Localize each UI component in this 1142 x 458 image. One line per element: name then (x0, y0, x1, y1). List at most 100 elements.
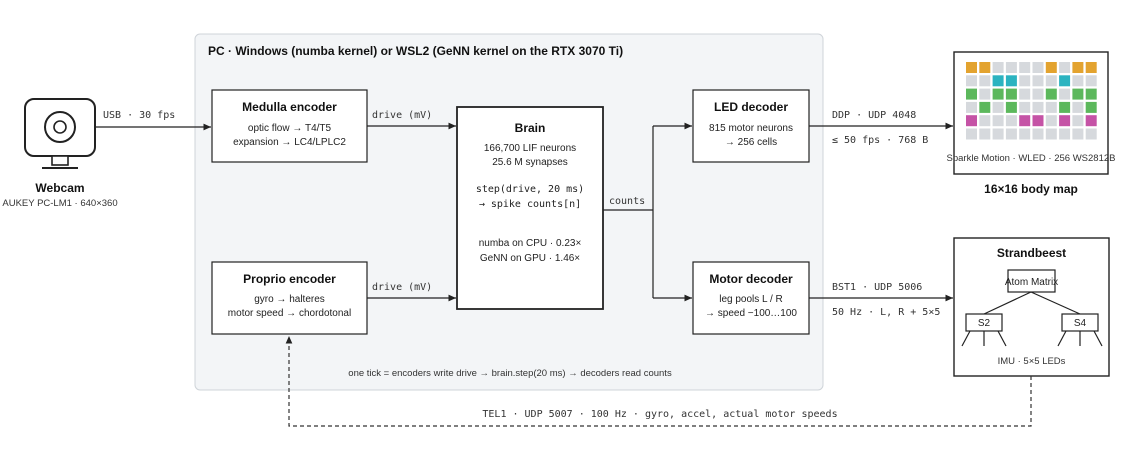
brain-spikes: → spike counts[n] (479, 199, 581, 210)
led-cell (966, 128, 977, 140)
motor-link: BST1 · UDP 5006 50 Hz · L, R + 5×5 (809, 282, 953, 318)
led-cell (1019, 75, 1031, 87)
webcam-title: Webcam (35, 181, 84, 195)
led-cell (1072, 62, 1084, 73)
medulla-encoder: Medulla encoder optic flow → T4/T5 expan… (211, 89, 368, 163)
led-cell (979, 88, 991, 100)
led-cell (979, 115, 991, 127)
motor-decoder-title: Motor decoder (709, 272, 793, 286)
webcam-icon (24, 98, 96, 169)
led-cell (992, 128, 1004, 140)
led-cell (1045, 128, 1057, 140)
led-cell (966, 88, 977, 100)
led-cell (1059, 62, 1071, 73)
led-cell (1005, 128, 1017, 140)
led-cell (1072, 101, 1084, 113)
motor-decoder-line-2: → speed −100…100 (705, 308, 797, 319)
led-cell (992, 88, 1004, 100)
led-cell (1072, 128, 1084, 140)
led-cell (1059, 128, 1071, 140)
strandbeest-robot-icon (961, 269, 1103, 347)
led-cell (979, 75, 991, 87)
led-decoder-line-1: 815 motor neurons (709, 123, 793, 134)
brain-perf-cpu: numba on CPU · 0.23× (479, 238, 582, 249)
led-cell (1072, 88, 1084, 100)
led-cell (992, 101, 1004, 113)
led-cell (1032, 88, 1044, 100)
body-map-caption: Sparkle Motion · WLED · 256 WS2812B (947, 153, 1116, 164)
strandbeest: Strandbeest Atom Matrix S2 S4 IMU · 5×5 … (953, 237, 1110, 377)
motor-decoder-line-1: leg pools L / R (719, 294, 783, 305)
webcam-link: USB · 30 fps (95, 110, 211, 131)
brain-title: Brain (515, 121, 546, 135)
motor-link-rate: 50 Hz · L, R + 5×5 (832, 307, 940, 318)
led-cell (1005, 115, 1017, 127)
controller-label: Atom Matrix (1005, 277, 1058, 288)
proprio-line-1: gyro → halteres (254, 294, 325, 305)
led-cell (1072, 75, 1084, 87)
servo-right-label: S4 (1074, 318, 1087, 329)
brain-neurons: 166,700 LIF neurons (484, 143, 576, 154)
led-grid (966, 62, 1097, 140)
led-cell (1032, 62, 1044, 73)
led-link-protocol: DDP · UDP 4048 (832, 110, 916, 121)
medulla-title: Medulla encoder (242, 100, 337, 114)
led-cell (966, 115, 977, 127)
brain-to-decoders: counts (603, 122, 692, 302)
strandbeest-caption: IMU · 5×5 LEDs (998, 356, 1066, 367)
medulla-line-1: optic flow → T4/T5 (248, 123, 332, 134)
led-cell (992, 62, 1004, 73)
telemetry-link: TEL1 · UDP 5007 · 100 Hz · gyro, accel, … (285, 336, 1032, 427)
led-cell (1059, 101, 1071, 113)
proprio-drive-label: drive (mV) (372, 282, 432, 293)
led-cell (966, 75, 977, 87)
led-decoder-line-2: → 256 cells (725, 137, 777, 148)
led-cell (1072, 115, 1084, 127)
brain-perf-gpu: GeNN on GPU · 1.46× (480, 253, 580, 264)
led-link-rate: ≤ 50 fps · 768 B (832, 135, 928, 146)
led-cell (1059, 115, 1071, 127)
led-cell (1045, 62, 1057, 73)
led-decoder-title: LED decoder (714, 100, 788, 114)
motor-decoder: Motor decoder leg pools L / R → speed −1… (692, 261, 810, 335)
led-cell (1045, 101, 1057, 113)
led-cell (1085, 128, 1097, 140)
proprio-line-2: motor speed → chordotonal (228, 308, 351, 319)
led-cell (1045, 75, 1057, 87)
led-cell (1005, 101, 1017, 113)
led-cell (966, 62, 977, 73)
medulla-to-brain: drive (mV) (367, 110, 456, 130)
body-map: Sparkle Motion · WLED · 256 WS2812B 16×1… (947, 51, 1116, 196)
brain-synapses: 25.6 M synapses (492, 157, 568, 168)
led-link: DDP · UDP 4048 ≤ 50 fps · 768 B (809, 110, 953, 146)
strandbeest-title: Strandbeest (997, 246, 1066, 260)
led-cell (1019, 115, 1031, 127)
led-cell (1085, 62, 1097, 73)
led-cell (1085, 101, 1097, 113)
led-cell (992, 115, 1004, 127)
led-cell (1059, 75, 1071, 87)
proprio-encoder: Proprio encoder gyro → halteres motor sp… (211, 261, 368, 335)
led-cell (1032, 101, 1044, 113)
counts-label: counts (609, 196, 645, 207)
led-cell (1019, 101, 1031, 113)
telemetry-label: TEL1 · UDP 5007 · 100 Hz · gyro, accel, … (482, 409, 837, 420)
led-cell (992, 75, 1004, 87)
led-cell (1059, 88, 1071, 100)
led-cell (966, 101, 977, 113)
webcam-subtitle: AUKEY PC-LM1 · 640×360 (2, 198, 117, 209)
led-cell (979, 62, 991, 73)
led-cell (1045, 115, 1057, 127)
pc-panel-title: PC · Windows (numba kernel) or WSL2 (GeN… (208, 44, 623, 58)
medulla-drive-label: drive (mV) (372, 110, 432, 121)
led-cell (1019, 62, 1031, 73)
led-decoder: LED decoder 815 motor neurons → 256 cell… (692, 89, 810, 163)
proprio-to-brain: drive (mV) (367, 282, 456, 302)
led-cell (1005, 75, 1017, 87)
motor-link-protocol: BST1 · UDP 5006 (832, 282, 922, 293)
led-cell (1085, 115, 1097, 127)
webcam-link-label: USB · 30 fps (103, 110, 175, 121)
led-cell (1085, 88, 1097, 100)
webcam: Webcam AUKEY PC-LM1 · 640×360 (2, 98, 118, 209)
